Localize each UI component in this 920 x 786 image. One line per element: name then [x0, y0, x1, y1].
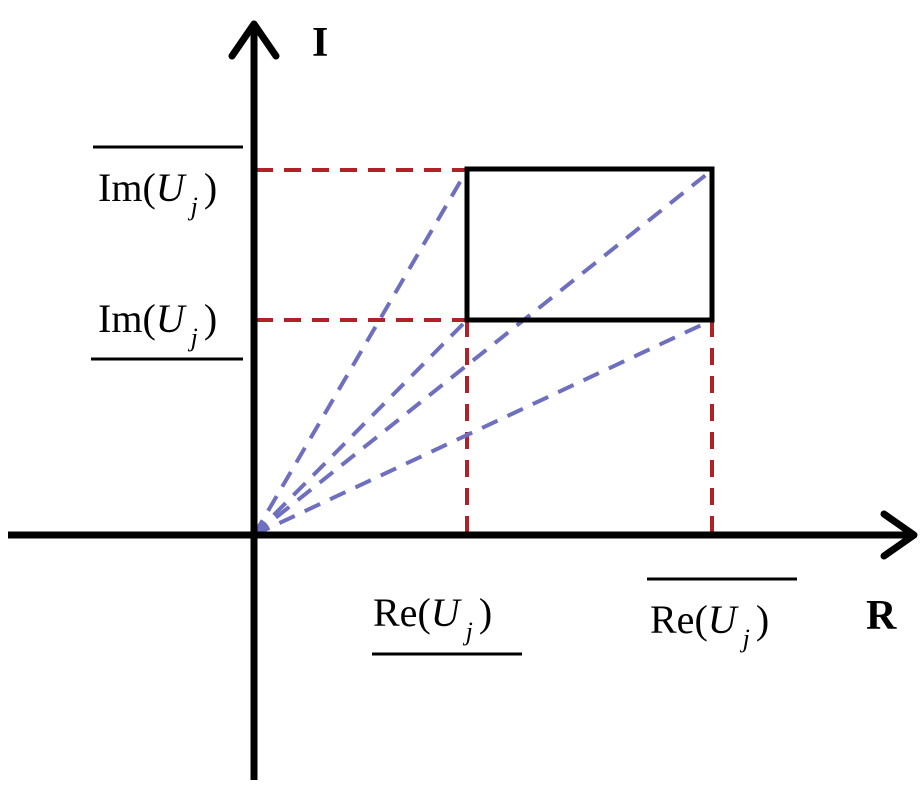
- paren-close: ): [204, 165, 217, 210]
- sub-j: j: [188, 192, 198, 221]
- horizontal-axis-label: R: [866, 593, 897, 639]
- var-u: U: [431, 590, 463, 635]
- paren-open: (: [142, 165, 155, 210]
- paren-open: (: [694, 597, 707, 642]
- ray-bottom-right: [253, 318, 713, 537]
- ray-top-right: [252, 168, 714, 537]
- paren-open: (: [417, 590, 430, 635]
- var-u: U: [156, 165, 188, 210]
- sub-j: j: [188, 323, 198, 352]
- vertical-axis-label: I: [312, 20, 328, 66]
- paren-close: ): [756, 597, 769, 642]
- paren-close: ): [479, 590, 492, 635]
- ray-bottom-left: [252, 318, 469, 537]
- svg-text:Re(Uj): Re(Uj): [650, 597, 769, 653]
- sub-j: j: [740, 624, 750, 653]
- im-prefix: Im: [98, 165, 142, 210]
- svg-text:Im(Uj): Im(Uj): [98, 296, 217, 352]
- origin-rays: [252, 168, 714, 537]
- paren-open: (: [142, 296, 155, 341]
- re-prefix: Re: [650, 597, 694, 642]
- paren-close: ): [204, 296, 217, 341]
- var-u: U: [708, 597, 740, 642]
- axes: [8, 20, 918, 780]
- horizontal-arrow-icon: [880, 510, 918, 560]
- sub-j: j: [463, 617, 473, 646]
- projection-lines: [256, 168, 714, 535]
- re-prefix: Re: [373, 590, 417, 635]
- svg-text:Im(Uj): Im(Uj): [98, 165, 217, 221]
- ray-top-left: [252, 168, 469, 537]
- im-prefix: Im: [98, 296, 142, 341]
- vertical-arrow-icon: [228, 20, 280, 60]
- svg-text:Re(Uj): Re(Uj): [373, 590, 492, 646]
- interval-rectangle: [464, 166, 715, 323]
- var-u: U: [156, 296, 188, 341]
